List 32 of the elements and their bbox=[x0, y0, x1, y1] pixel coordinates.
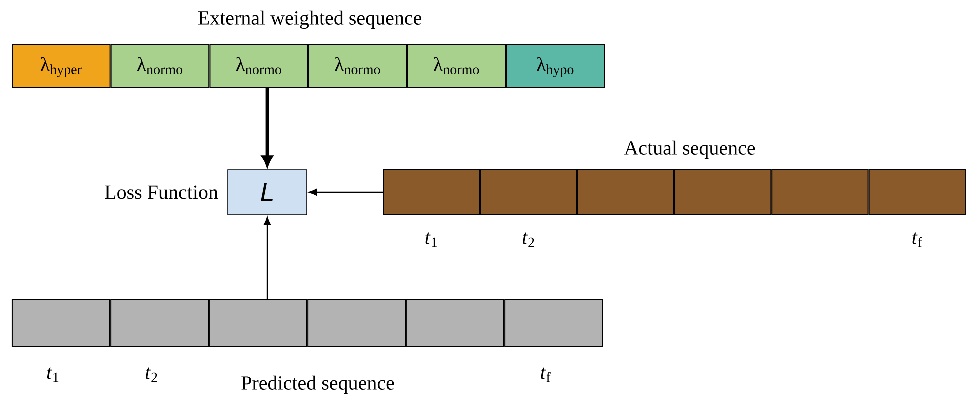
arrow bbox=[264, 217, 272, 300]
sequence-cell bbox=[383, 170, 480, 216]
time-label: t$_{2}$ bbox=[146, 368, 158, 382]
time-label: t$_{f}$ bbox=[912, 232, 922, 248]
loss-label: Loss Function bbox=[105, 186, 218, 200]
sequence-cell bbox=[674, 170, 772, 216]
sequence-cell bbox=[480, 170, 578, 216]
arrow bbox=[262, 88, 274, 167]
sequence-title: Predicted sequence bbox=[242, 376, 394, 394]
time-label: t$_{2}$ bbox=[522, 232, 534, 248]
sequence-title: External weighted sequence bbox=[198, 10, 422, 30]
time-label: t$_{1}$ bbox=[426, 232, 437, 248]
sequence-cell bbox=[406, 299, 504, 348]
sequence-cell bbox=[12, 299, 110, 348]
sequence-cell bbox=[772, 170, 869, 216]
sequence-cell: λ$_{hyper}$ bbox=[12, 44, 111, 88]
sequence-cell bbox=[208, 299, 308, 348]
sequence-cell bbox=[308, 299, 406, 348]
sequence-cell bbox=[110, 299, 210, 348]
sequence-cell: λ$_{hypo}$ bbox=[506, 44, 605, 88]
sequence-cell: λ$_{normo}$ bbox=[308, 44, 408, 88]
sequence-title: Actual sequence bbox=[624, 140, 756, 160]
sequence-cell bbox=[868, 170, 966, 216]
time-label: t$_{1}$ bbox=[47, 368, 59, 382]
sequence-cell: λ$_{normo}$ bbox=[407, 44, 506, 88]
sequence-cell: λ$_{normo}$ bbox=[110, 44, 210, 88]
sequence-cell bbox=[577, 170, 674, 216]
arrow bbox=[309, 188, 383, 196]
sequence-cell: λ$_{normo}$ bbox=[210, 44, 308, 88]
time-label: t$_{f}$ bbox=[541, 368, 551, 382]
loss-box: L bbox=[228, 170, 308, 216]
sequence-cell bbox=[504, 299, 604, 348]
